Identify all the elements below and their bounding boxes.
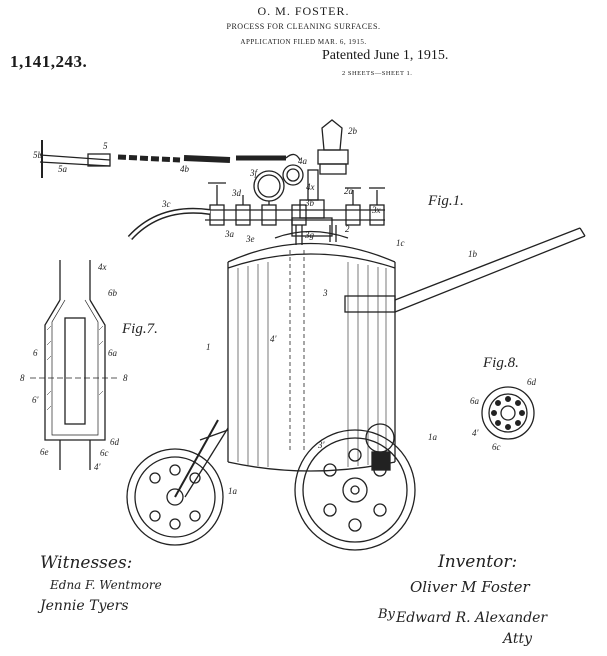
witnesses-heading: Witnesses: (40, 553, 132, 573)
label-3x: 3x (371, 205, 381, 215)
inventor-heading: Inventor: (437, 552, 517, 572)
hose-3c (127, 207, 211, 241)
label-6a: 6a (108, 348, 118, 358)
label-2a: 2a (344, 186, 354, 196)
label-1c: 1c (396, 238, 405, 248)
label-5: 5 (103, 141, 108, 151)
label-3a: 3a (224, 229, 235, 239)
reference-labels: 5 5a 5b 4b 3f 4a 2b 4x 3d 3b 2a 3x 3c 3a… (20, 126, 537, 496)
label-3c: 3c (161, 199, 171, 209)
fig8-title: Fig.8. (482, 355, 519, 371)
label-2: 2 (345, 224, 350, 234)
patented-date: Patented June 1, 1915. (322, 48, 449, 63)
label-8-right: 8 (123, 373, 128, 383)
label-1a-left: 1a (228, 486, 238, 496)
fig1-title: Fig.1. (427, 193, 464, 209)
label-fig8-6d: 6d (527, 377, 537, 387)
fig8-end-view (481, 386, 535, 440)
label-3: 3 (322, 288, 328, 298)
label-2b: 2b (348, 126, 358, 136)
label-fig8-4prime: 4' (472, 428, 480, 438)
cart-handle (344, 227, 586, 313)
sheet-count: 2 SHEETS—SHEET 1. (342, 70, 413, 77)
tank-body (227, 242, 396, 472)
label-fig7-4x: 4x (98, 262, 107, 272)
label-6d: 6d (110, 437, 120, 447)
label-3g: 3g (304, 230, 315, 240)
patent-number: 1,141,243. (10, 52, 88, 71)
attorney-signature: Edward R. Alexander (395, 610, 548, 626)
witness-2-signature: Jennie Tyers (37, 598, 129, 614)
by-label: By (377, 607, 396, 622)
label-6: 6 (33, 348, 38, 358)
nozzle-wand (39, 140, 301, 178)
label-3d: 3d (231, 188, 242, 198)
label-4prime: 4' (270, 334, 278, 344)
label-fig7-4prime: 4' (94, 462, 102, 472)
label-1: 1 (206, 342, 211, 352)
front-wheel (126, 419, 229, 546)
signature-block: Witnesses: Edna F. Wentmore Jennie Tyers… (37, 552, 548, 647)
witness-1-signature: Edna F. Wentmore (49, 578, 162, 592)
label-6e: 6e (40, 447, 49, 457)
valve-assembly (205, 119, 385, 245)
label-6prime: 6' (32, 395, 40, 405)
label-6c: 6c (100, 448, 109, 458)
inventor-signature: Oliver M Foster (410, 578, 531, 596)
application-filed-date: APPLICATION FILED MAR. 6, 1915. (240, 38, 367, 46)
label-5a: 5a (58, 164, 68, 174)
patent-inventor-name: O. M. FOSTER. (257, 4, 350, 18)
atty-label: Atty (501, 631, 533, 647)
label-4x: 4x (306, 182, 315, 192)
label-4a: 4a (298, 156, 308, 166)
label-1b: 1b (468, 249, 478, 259)
label-1a-right: 1a (428, 432, 438, 442)
label-6b: 6b (108, 288, 118, 298)
rear-wheel (294, 423, 416, 551)
fig7-section (30, 260, 120, 470)
label-fig8-6c: 6c (492, 442, 501, 452)
label-8-left: 8 (20, 373, 25, 383)
label-3prime: 3' (317, 440, 326, 450)
label-3e: 3e (245, 234, 255, 244)
label-3f: 3f (249, 168, 259, 178)
label-5b: 5b (33, 150, 43, 160)
label-fig8-6a: 6a (470, 396, 480, 406)
label-3b: 3b (304, 198, 315, 208)
patent-title: PROCESS FOR CLEANING SURFACES. (226, 22, 381, 31)
label-4b: 4b (180, 164, 190, 174)
fig7-title: Fig.7. (121, 321, 158, 337)
